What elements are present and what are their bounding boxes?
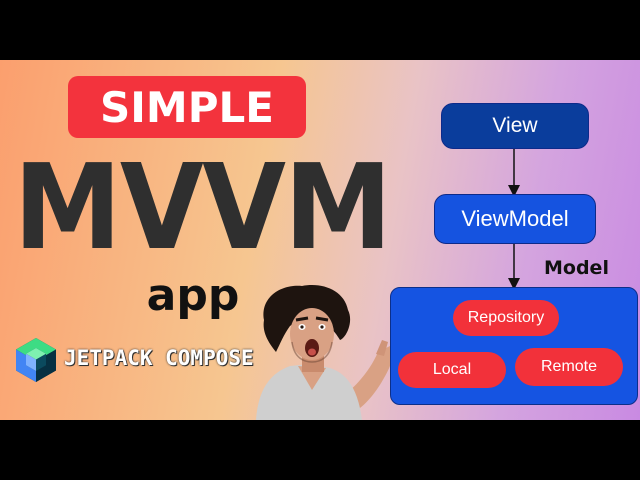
view-node: View [441,103,589,149]
app-subheadline: app [146,270,240,321]
jetpack-compose-label: JETPACK COMPOSE [64,346,254,370]
local-node: Local [398,352,506,388]
viewmodel-node: ViewModel [434,194,596,244]
jetpack-compose-logo-icon [16,338,56,382]
simple-badge: SIMPLE [68,76,306,138]
repository-node: Repository [453,300,559,336]
surprised-person-icon [256,285,393,420]
mvvm-headline: MVVM [13,138,393,276]
thumbnail-frame: SIMPLE MVVM app JETPACK COMPOSE [0,60,640,420]
model-label: Model [544,257,609,279]
remote-node: Remote [515,348,623,386]
